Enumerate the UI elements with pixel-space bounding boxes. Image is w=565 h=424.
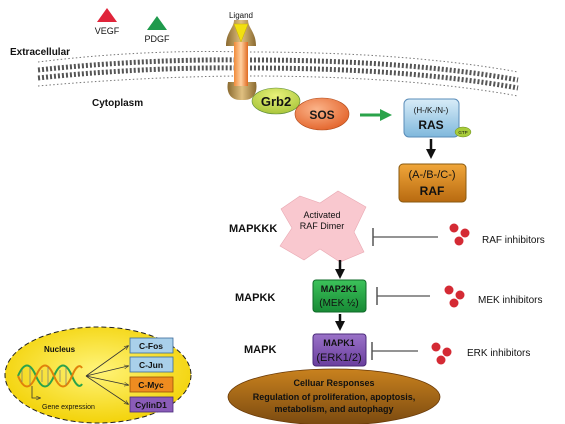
pdgf-label: PDGF [144,34,170,44]
gene-arrow-cmyc [85,375,128,385]
gene-box-cjun [129,356,174,373]
gene-box-cmyc [129,376,174,393]
sos-node [294,97,350,131]
erk-inhibitor-dots-icon [431,342,452,365]
dna-helix-icon [17,364,83,388]
ligand-icon [233,23,249,43]
gene-box-cyclind1 [129,396,174,413]
gene-box-cfos [129,337,174,354]
mek-label: (MEK ½) [319,298,358,309]
cellular-responses-line1: Regulation of proliferation, apoptosis, [253,392,416,402]
ras-isoforms-label: (H-/K-/N-) [414,106,449,115]
gene-cyclind1-label: CylinD1 [135,400,167,410]
ligand-label: Ligand [229,11,253,20]
gene-cfos-label: C-Fos [139,341,163,351]
mek-inhibitor-dots-icon [444,285,465,308]
gene-arrow-cjun [85,366,128,377]
raf-isoforms-label: (A-/B-/C-) [408,169,455,181]
raf-dimer-label-line1: Activated [303,210,340,220]
gene-cmyc-label: C-Myc [138,380,164,390]
sos-label: SOS [309,108,334,122]
extracellular-label: Extracellular [10,47,70,58]
pdgf-triangle-icon [147,16,167,30]
mapkkk-label: MAPKKK [229,223,277,235]
cellular-responses-title: Celluar Responses [293,378,374,388]
mek-inhibitors-label: MEK inhibitors [478,295,542,306]
map2k1-label: MAP2K1 [321,284,358,294]
erk-node [312,333,367,367]
nucleus-label: Nucleus [44,345,76,354]
mapkk-label: MAPKK [235,292,275,304]
raf-inhibitor-dots-icon [449,223,470,246]
vegf-triangle-icon [97,8,117,22]
gtp-node [454,126,472,138]
mek-node [312,279,367,313]
raf-dimer-label-line2: RAF Dimer [300,221,345,231]
vegf-label: VEGF [95,26,120,36]
gene-arrow-cyclind1 [85,375,128,404]
gene-expression-label: Gene expression [42,404,95,411]
gene-cjun-label: C-Jun [139,360,163,370]
gtp-label: GTP [458,130,467,135]
cytoplasm-label: Cytoplasm [92,98,143,109]
raf-inhibitors-label: RAF inhibitors [482,235,545,246]
raf-label: RAF [420,184,445,198]
gene-arrow-cfos [85,346,128,377]
cellular-responses-node [227,368,441,424]
raf-node [398,163,467,203]
grb2-label: Grb2 [261,94,291,109]
ras-node [403,98,460,138]
erk-inhibitors-label: ERK inhibitors [467,348,530,359]
mapk-label: MAPK [244,344,276,356]
grb2-node [251,87,301,115]
cellular-responses-line2: metabolism, and autophagy [274,404,393,414]
mapk1-label: MAPK1 [323,338,355,348]
gene-expression-arrow [31,386,40,398]
erk-label: (ERK1/2) [316,352,361,364]
ras-label: RAS [418,118,443,132]
